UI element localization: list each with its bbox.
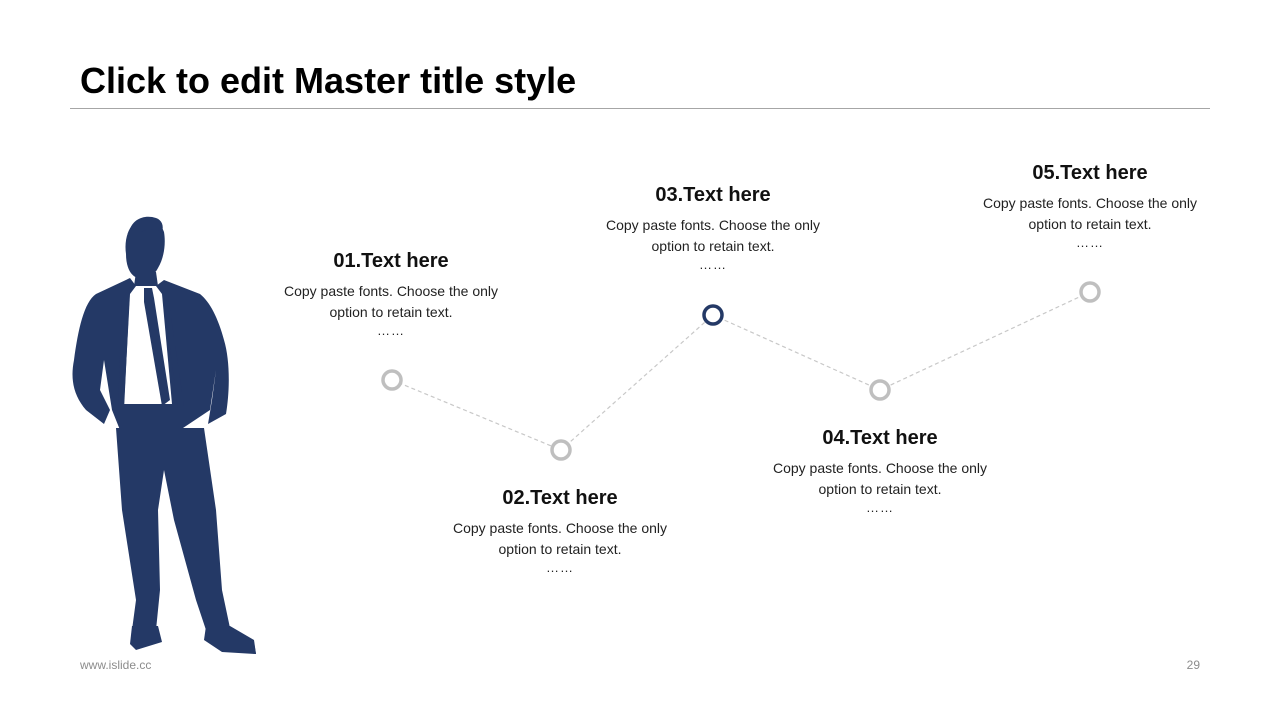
step-title[interactable]: 04.Text here [822,427,938,449]
slide-title[interactable]: Click to edit Master title style [80,60,577,101]
step-ellipsis: …… [866,500,894,515]
step-title[interactable]: 01.Text here [333,250,449,272]
timeline-node-1 [381,369,403,391]
step-ellipsis: …… [546,560,574,575]
footer-url: www.islide.cc [80,658,152,672]
step-2: 02.Text here Copy paste fonts. Choose th… [440,486,680,576]
timeline-node-5 [1079,281,1101,303]
step-1: 01.Text here Copy paste fonts. Choose th… [271,249,511,339]
businessman-silhouette-icon [72,216,256,654]
step-body[interactable]: Copy paste fonts. Choose the only option… [982,195,1198,232]
step-title[interactable]: 05.Text here [1032,162,1148,184]
step-3: 03.Text here Copy paste fonts. Choose th… [593,183,833,273]
step-ellipsis: …… [1076,235,1104,250]
step-body[interactable]: Copy paste fonts. Choose the only option… [283,283,499,320]
step-body[interactable]: Copy paste fonts. Choose the only option… [772,460,988,497]
title-divider [70,108,1210,109]
step-body[interactable]: Copy paste fonts. Choose the only option… [605,217,821,254]
timeline-node-4 [869,379,891,401]
step-title[interactable]: 03.Text here [655,184,771,206]
page-number: 29 [1186,658,1200,672]
timeline-node-3 [702,304,724,326]
step-body[interactable]: Copy paste fonts. Choose the only option… [452,520,668,557]
timeline-node-2 [550,439,572,461]
step-4: 04.Text here Copy paste fonts. Choose th… [760,426,1000,516]
step-ellipsis: …… [699,257,727,272]
step-5: 05.Text here Copy paste fonts. Choose th… [970,161,1210,251]
step-title[interactable]: 02.Text here [502,487,618,509]
step-ellipsis: …… [377,323,405,338]
